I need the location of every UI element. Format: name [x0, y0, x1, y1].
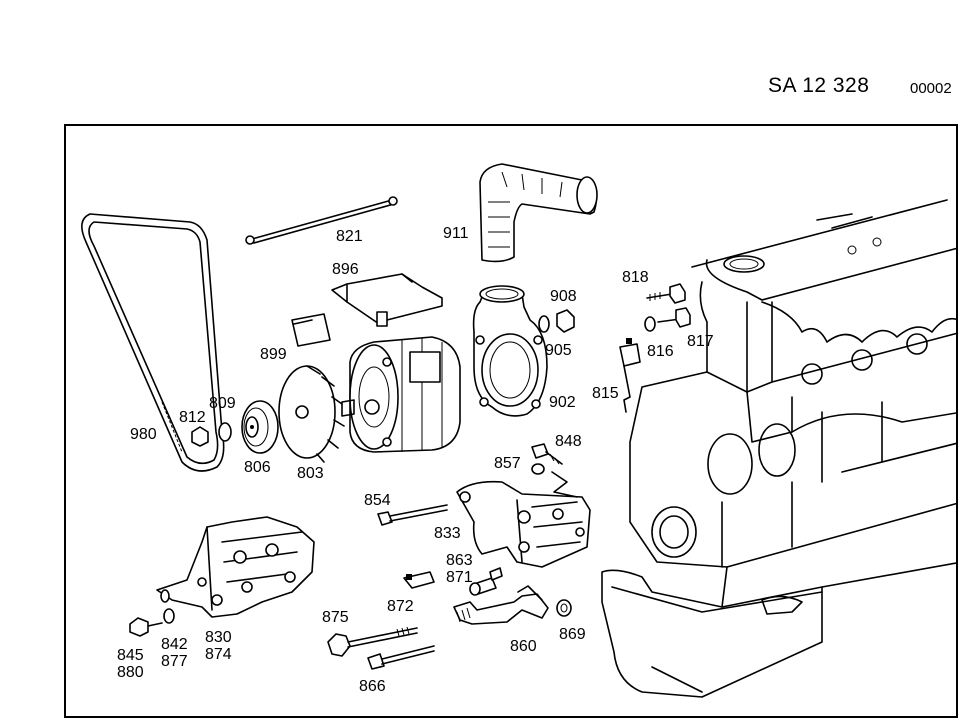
bolt-866	[367, 645, 435, 670]
label-877: 877	[161, 653, 188, 670]
bracket-896	[331, 273, 443, 327]
adjuster-860	[453, 585, 549, 625]
clip-872	[403, 571, 435, 589]
tension-bolt-875	[327, 626, 418, 657]
bolt-817	[657, 307, 691, 328]
washer-816	[644, 316, 656, 332]
engine-block	[601, 199, 956, 698]
alternator	[341, 336, 461, 453]
sheet-code: SA 12 328	[768, 74, 870, 97]
label-833: 833	[434, 525, 461, 542]
label-848: 848	[555, 433, 582, 450]
bushing-863-871	[469, 567, 503, 596]
label-980: 980	[130, 426, 157, 443]
label-872: 872	[387, 598, 414, 615]
washer-842	[160, 589, 175, 624]
washer-905	[538, 315, 550, 333]
washer-857	[531, 463, 545, 475]
label-803: 803	[297, 465, 324, 482]
nut-812	[191, 426, 209, 447]
bolt-848	[531, 443, 563, 465]
bracket-830	[156, 516, 315, 618]
nut-908	[556, 309, 575, 333]
label-815: 815	[592, 385, 619, 402]
label-821: 821	[336, 228, 363, 245]
label-866: 866	[359, 678, 386, 695]
label-812: 812	[179, 409, 206, 426]
label-896: 896	[332, 261, 359, 278]
label-874: 874	[205, 646, 232, 663]
diagram-frame: 821 896 911 908 905 902 818 817 816 815 …	[64, 124, 958, 718]
label-908: 908	[550, 288, 577, 305]
label-857: 857	[494, 455, 521, 472]
label-869: 869	[559, 626, 586, 643]
bolt-854	[377, 504, 448, 526]
label-875: 875	[322, 609, 349, 626]
label-830: 830	[205, 629, 232, 646]
label-905: 905	[545, 342, 572, 359]
label-871: 871	[446, 569, 473, 586]
label-911: 911	[443, 225, 469, 242]
shim-899	[291, 313, 331, 347]
v-belt-980	[81, 213, 225, 472]
bracket-833	[456, 471, 591, 568]
label-860: 860	[510, 638, 537, 655]
part-labels: 821 896 911 908 905 902 818 817 816 815 …	[117, 225, 714, 695]
ground-strap-821	[245, 196, 398, 245]
label-842: 842	[161, 636, 188, 653]
bolt-818	[646, 283, 686, 304]
washer-809	[218, 422, 232, 442]
label-817: 817	[687, 333, 714, 350]
label-818: 818	[622, 269, 649, 286]
fan-803	[278, 365, 345, 463]
washer-869	[556, 599, 572, 617]
label-880: 880	[117, 664, 144, 681]
exploded-parts-diagram: 821 896 911 908 905 902 818 817 816 815 …	[81, 163, 956, 698]
label-863: 863	[446, 552, 473, 569]
label-845: 845	[117, 647, 144, 664]
hose-911	[479, 163, 598, 263]
pulley-806	[241, 400, 279, 454]
sensor-815	[619, 338, 641, 413]
label-806: 806	[244, 459, 271, 476]
label-809: 809	[209, 395, 236, 412]
label-854: 854	[364, 492, 391, 509]
elbow-902	[472, 285, 548, 417]
sheet-number: 00002	[910, 80, 952, 97]
label-902: 902	[549, 394, 576, 411]
label-899: 899	[260, 346, 287, 363]
label-816: 816	[647, 343, 674, 360]
bolt-845	[129, 617, 163, 637]
